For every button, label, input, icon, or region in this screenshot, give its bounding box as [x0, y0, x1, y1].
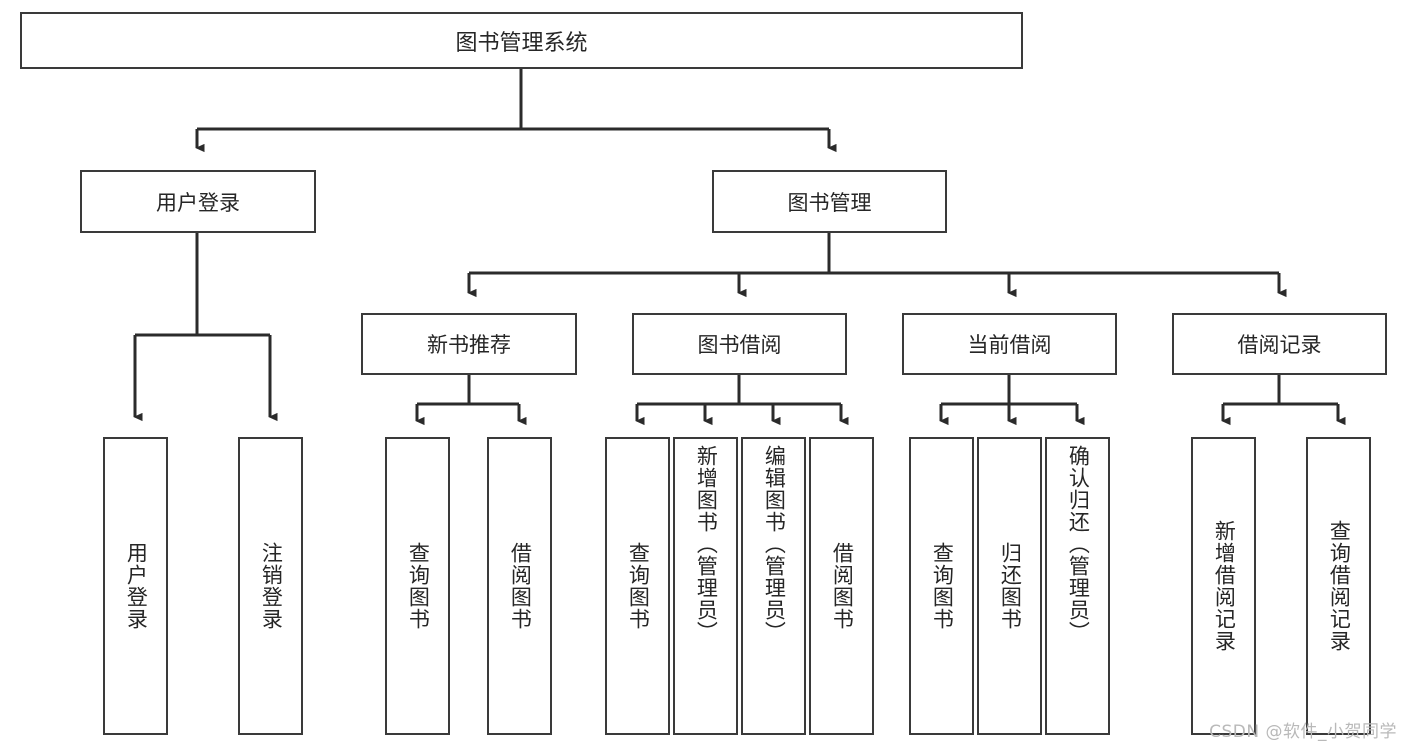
node-borrow-record[interactable]: 借阅记录 [1172, 313, 1387, 375]
leaf-label: 查询借阅记录 [1327, 520, 1352, 652]
leaf-label: 确认归还（管理员） [1066, 445, 1091, 643]
leaf-label: 新增图书（管理员） [694, 445, 719, 643]
leaf-label: 归还图书 [998, 542, 1023, 630]
leaf-book-borrow-add-book-admin[interactable]: 新增图书（管理员） [673, 437, 738, 735]
leaf-borrow-record-query-record[interactable]: 查询借阅记录 [1306, 437, 1371, 735]
node-label: 图书管理系统 [455, 30, 588, 56]
node-label: 借阅记录 [1237, 333, 1322, 357]
leaf-label: 注销登录 [259, 542, 284, 630]
leaf-borrow-record-add-record[interactable]: 新增借阅记录 [1191, 437, 1256, 735]
leaf-new-book-query-book[interactable]: 查询图书 [385, 437, 450, 735]
leaf-label: 编辑图书（管理员） [762, 445, 787, 643]
node-current-borrow[interactable]: 当前借阅 [902, 313, 1117, 375]
node-label: 图书管理 [787, 190, 872, 215]
node-label: 用户登录 [156, 190, 240, 215]
leaf-current-borrow-confirm-return-admin[interactable]: 确认归还（管理员） [1045, 437, 1110, 735]
node-user-login[interactable]: 用户登录 [80, 170, 316, 233]
leaf-label: 用户登录 [124, 542, 149, 630]
leaf-label: 借阅图书 [830, 542, 855, 630]
leaf-user-login-sign-in[interactable]: 用户登录 [103, 437, 168, 735]
leaf-label: 查询图书 [406, 542, 431, 630]
node-label: 图书借阅 [697, 333, 782, 357]
leaf-book-borrow-edit-book-admin[interactable]: 编辑图书（管理员） [741, 437, 806, 735]
node-new-book-recommend[interactable]: 新书推荐 [361, 313, 577, 375]
node-label: 当前借阅 [967, 333, 1052, 357]
leaf-label: 查询图书 [626, 542, 651, 630]
leaf-current-borrow-return-book[interactable]: 归还图书 [977, 437, 1042, 735]
leaf-user-login-sign-out[interactable]: 注销登录 [238, 437, 303, 735]
node-root-book-management-system[interactable]: 图书管理系统 [20, 12, 1023, 69]
leaf-new-book-borrow-book[interactable]: 借阅图书 [487, 437, 552, 735]
leaf-label: 借阅图书 [508, 542, 533, 630]
leaf-label: 查询图书 [930, 542, 955, 630]
leaf-label: 新增借阅记录 [1212, 520, 1237, 652]
csdn-watermark: CSDN @软件_小贺同学 [1209, 722, 1397, 742]
leaf-book-borrow-borrow-book[interactable]: 借阅图书 [809, 437, 874, 735]
node-book-management[interactable]: 图书管理 [712, 170, 947, 233]
leaf-book-borrow-query-book[interactable]: 查询图书 [605, 437, 670, 735]
node-label: 新书推荐 [427, 333, 511, 357]
node-book-borrow[interactable]: 图书借阅 [632, 313, 847, 375]
leaf-current-borrow-query-book[interactable]: 查询图书 [909, 437, 974, 735]
